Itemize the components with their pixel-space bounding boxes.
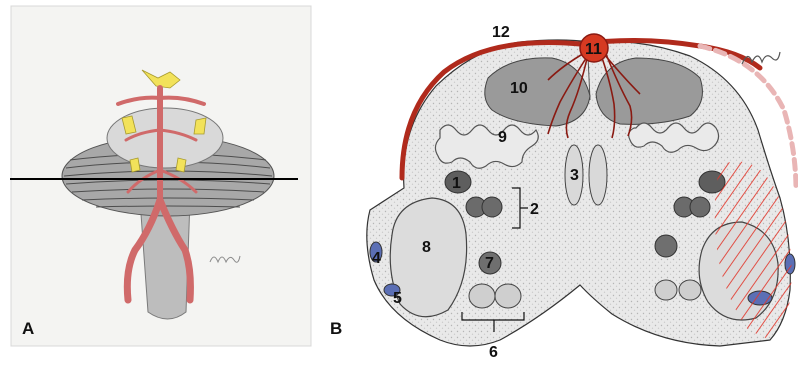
label-6: 6: [489, 344, 498, 361]
panel-a: A: [10, 6, 311, 346]
pons-shape: [107, 108, 223, 168]
panel-b: 1 2 3 4 5 6 7 8 9 10 11 12 B: [330, 24, 796, 361]
nucleus-7-right: [655, 235, 677, 257]
nucleus-6d-right: [679, 280, 701, 300]
label-1: 1: [452, 175, 461, 192]
nucleus-6c-right: [655, 280, 677, 300]
label-4: 4: [372, 250, 381, 267]
panel-a-label: A: [22, 319, 34, 338]
panel-b-label: B: [330, 319, 342, 338]
label-7: 7: [485, 255, 494, 272]
nucleus-2b-right: [690, 197, 710, 217]
nucleus-6b: [495, 284, 521, 308]
label-3: 3: [570, 167, 579, 184]
label-12: 12: [492, 24, 510, 41]
label-9: 9: [498, 129, 507, 146]
nucleus-2b-left: [482, 197, 502, 217]
nucleus-6a: [469, 284, 495, 308]
medial-lemniscus-right: [589, 145, 607, 205]
label-8: 8: [422, 239, 431, 256]
label-2: 2: [530, 201, 539, 218]
label-11: 11: [585, 41, 602, 58]
label-5: 5: [393, 290, 402, 307]
label-10: 10: [510, 80, 528, 97]
